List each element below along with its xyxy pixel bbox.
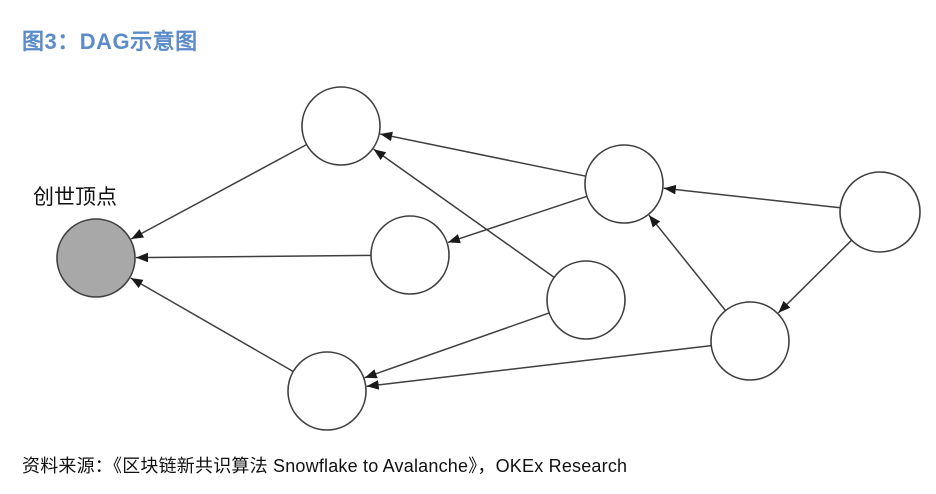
dag-node-mid-left <box>370 215 450 295</box>
dag-node-mid <box>546 260 626 340</box>
genesis-node-label: 创世顶点 <box>33 186 117 209</box>
figure-title: 图3：DAG示意图 <box>22 29 198 54</box>
dag-node-bottom-right <box>710 301 790 381</box>
dag-node-genesis <box>56 218 136 298</box>
dag-edge-mid-left-to-genesis <box>135 252 372 263</box>
source-line: 资料来源：《区块链新共识算法 Snowflake to Avalanche》，O… <box>22 456 628 476</box>
dag-edge-bottom-right-to-upper-right <box>648 214 727 312</box>
dag-edge-bottom-to-genesis <box>130 277 294 373</box>
dag-edge-top-to-genesis <box>130 143 308 240</box>
dag-edge-right-to-bottom-right <box>777 239 853 314</box>
dag-node-upper-right <box>584 144 664 224</box>
dag-node-right <box>839 171 921 253</box>
dag-edge-mid-to-top <box>373 148 555 279</box>
dag-edge-bottom-right-to-bottom <box>366 344 712 390</box>
dag-node-top <box>301 86 381 166</box>
dag-edge-upper-right-to-top <box>380 131 586 177</box>
dag-node-bottom <box>287 351 367 431</box>
dag-edge-upper-right-to-mid-left <box>447 195 588 244</box>
dag-edge-mid-to-bottom <box>364 312 550 379</box>
dag-edge-right-to-upper-right <box>663 184 841 209</box>
